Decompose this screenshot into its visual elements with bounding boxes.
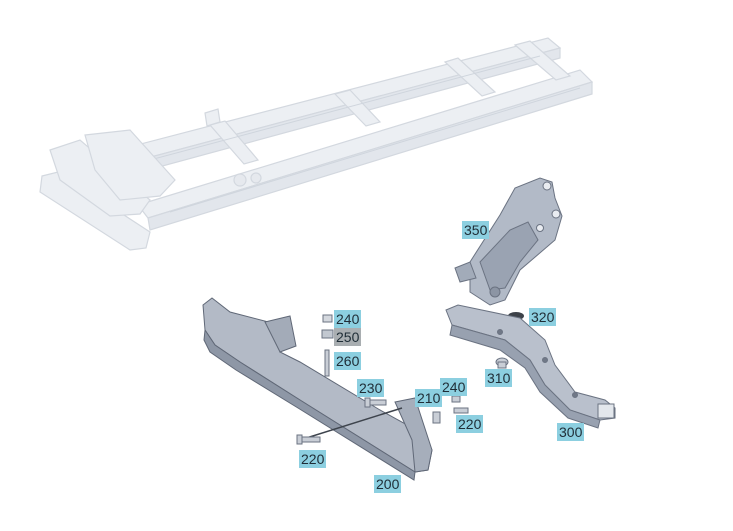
callout-230[interactable]: 230: [357, 379, 385, 397]
part-240-250-260-fasteners: [321, 314, 334, 377]
callout-240-lower[interactable]: 240: [440, 378, 468, 396]
part-230-bolt: [364, 397, 387, 408]
chassis-frame-overview: [39, 37, 594, 251]
callout-260[interactable]: 260: [334, 352, 362, 370]
part-300-crossmember: [445, 304, 616, 429]
callout-250[interactable]: 250: [334, 328, 362, 346]
callout-350[interactable]: 350: [462, 221, 490, 239]
callout-240-upper[interactable]: 240: [334, 310, 362, 328]
callout-220-left[interactable]: 220: [299, 450, 327, 468]
part-310-nut: [495, 357, 509, 369]
part-210-clip-cluster: [432, 395, 469, 424]
callout-220-right[interactable]: 220: [456, 415, 484, 433]
part-350-bracket: [454, 177, 563, 306]
callout-310[interactable]: 310: [485, 369, 513, 387]
frame-crossmember: [443, 57, 497, 97]
callout-200[interactable]: 200: [374, 475, 402, 493]
callout-210[interactable]: 210: [415, 389, 443, 407]
part-220-bolt: [296, 434, 321, 445]
callout-320[interactable]: 320: [529, 308, 557, 326]
callout-300[interactable]: 300: [557, 423, 585, 441]
part-200-beam: [202, 297, 433, 481]
